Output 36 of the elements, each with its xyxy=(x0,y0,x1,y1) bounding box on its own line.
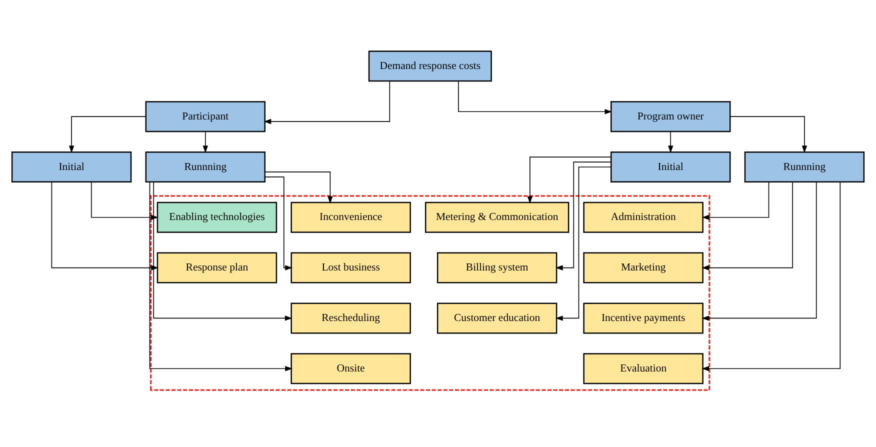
node-box: Customer education xyxy=(436,302,558,334)
node-box: Rescheduling xyxy=(290,302,411,334)
node-box: Initial xyxy=(610,151,731,182)
node-box: Response plan xyxy=(156,252,278,283)
arrow xyxy=(527,156,612,204)
arrow xyxy=(202,130,208,153)
node-box: Evaluation xyxy=(583,352,704,384)
node-box: Metering & Commonication xyxy=(424,201,570,232)
node-box: Incentive payments xyxy=(583,302,704,334)
node-box: Billing system xyxy=(436,252,558,283)
arrow xyxy=(153,181,292,320)
arrow xyxy=(555,161,612,270)
node-box: Lost business xyxy=(290,252,411,283)
arrow xyxy=(264,80,390,124)
node-box: Enabling technologies xyxy=(156,201,278,232)
node-box: Onsite xyxy=(290,352,411,384)
node-box: Inconvenience xyxy=(290,201,411,232)
node-box: Program owner xyxy=(610,100,731,132)
node-box: Participant xyxy=(145,100,266,132)
arrow xyxy=(264,176,293,270)
arrow xyxy=(458,80,612,114)
node-box: Marketing xyxy=(583,252,704,283)
arrow xyxy=(264,171,333,204)
arrow xyxy=(68,116,146,153)
arrow xyxy=(555,166,612,320)
arrow xyxy=(702,181,817,320)
arrow xyxy=(702,180,793,270)
node-box: Runnning xyxy=(145,151,266,182)
arrow xyxy=(730,116,808,153)
arrow xyxy=(702,181,770,220)
arrow xyxy=(702,181,841,371)
arrow xyxy=(668,130,674,153)
node-box: Administration xyxy=(583,201,704,232)
node-box: Initial xyxy=(11,151,132,182)
node-box: Runnning xyxy=(744,151,865,182)
node-box: Demand response costs xyxy=(368,50,492,82)
